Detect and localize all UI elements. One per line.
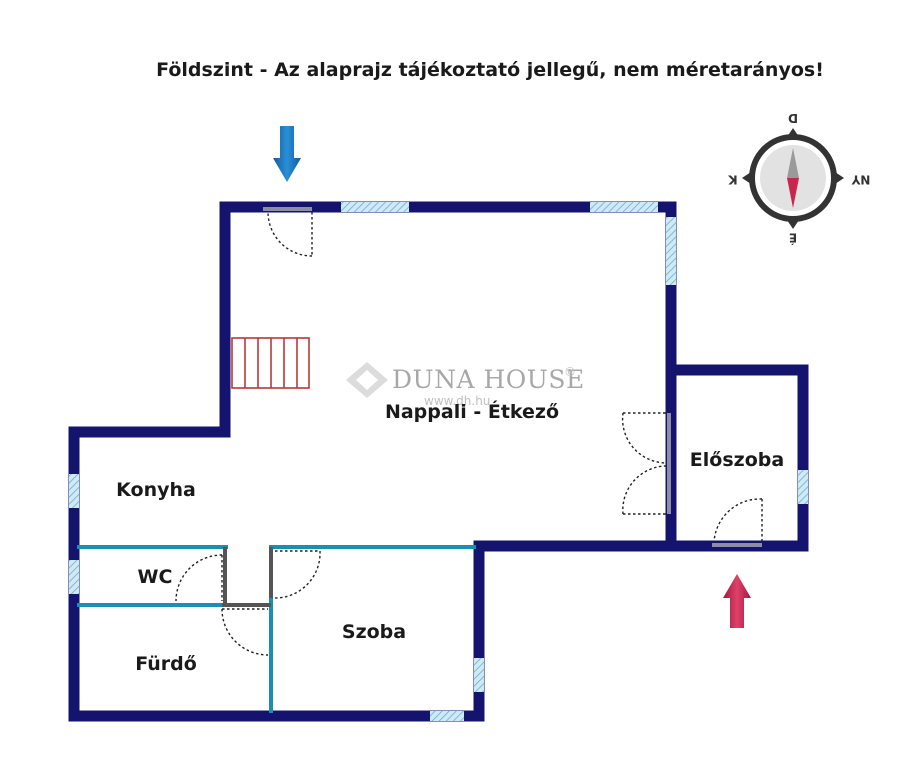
window [474,658,484,692]
compass-letter-left: K [728,173,738,187]
entrance-arrow-icon [273,126,301,182]
front-arrow-icon [723,574,751,628]
exterior-walls [68,201,809,722]
door-front [712,498,763,547]
window [341,202,409,212]
watermark: DUNA HOUSE ® www.dh.hu [346,362,585,408]
door-bathroom [221,608,269,656]
window [666,217,676,285]
watermark-brand: DUNA HOUSE [392,365,585,394]
watermark-url: www.dh.hu [424,394,490,408]
room-label-bedroom: Szoba [342,621,406,643]
window [69,560,79,594]
compass-letter-right: NY [851,173,870,187]
room-label-bathroom: Fürdő [135,653,197,675]
room-label-living-dining: Nappali - Étkező [385,400,559,423]
door-main-entrance [263,207,313,257]
room-label-kitchen: Konyha [116,479,196,501]
window [590,202,658,212]
door-wc [175,554,223,602]
room-label-wc: WC [138,566,173,588]
plan-title: Földszint - Az alaprajz tájékoztató jell… [156,59,824,81]
room-label-entrance-hall: Előszoba [690,449,784,471]
duna-house-logo-icon [346,362,388,398]
door-double-entrance-hall [621,412,671,515]
watermark-registered: ® [564,365,576,379]
interior-walls [77,545,476,713]
compass-letter-bottom: É [789,231,797,246]
window [798,470,808,504]
window [430,711,464,721]
compass-letter-top: D [788,111,798,125]
window [69,474,79,508]
door-bedroom [274,550,321,599]
stairs [231,337,310,389]
compass-icon: D É K NY [728,111,871,246]
